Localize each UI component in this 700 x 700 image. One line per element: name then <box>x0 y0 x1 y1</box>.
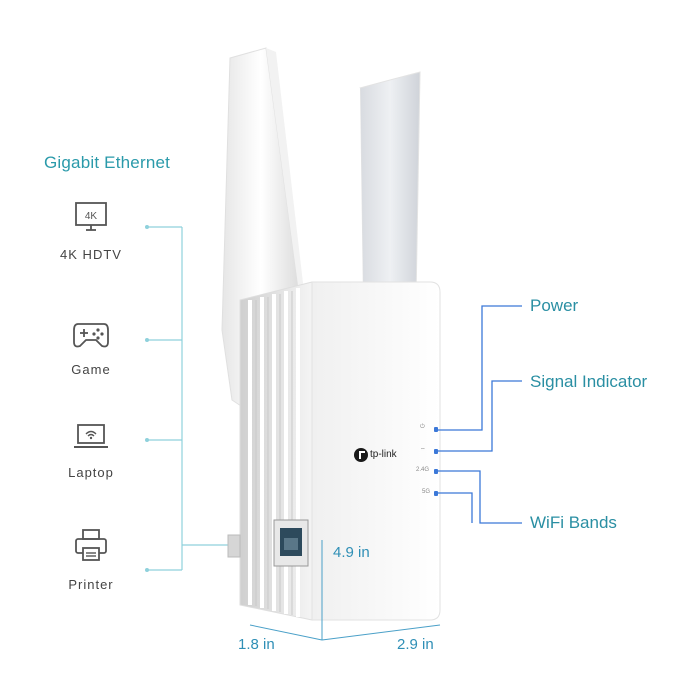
led-label-5g: 5G <box>422 489 431 495</box>
dimension-depth: 1.8 in <box>238 636 275 653</box>
dimension-height: 4.9 in <box>333 544 370 561</box>
device-label-game: Game <box>71 362 111 377</box>
callout-lines <box>438 305 522 524</box>
antenna-right <box>352 71 421 301</box>
device-front <box>311 281 441 621</box>
tv-screen-text: 4K <box>85 211 98 222</box>
led-label-signal: ⌔ <box>420 448 426 454</box>
printer-icon <box>74 528 108 562</box>
dimension-width: 2.9 in <box>397 636 434 653</box>
led-label-power: ⏻ <box>420 424 425 430</box>
connector-lines <box>147 226 290 571</box>
brand-logo <box>354 448 368 462</box>
device-label-hdtv: 4K HDTV <box>60 247 122 262</box>
section-heading: Gigabit Ethernet <box>44 153 171 172</box>
led-indicators <box>434 427 438 496</box>
device-label-laptop: Laptop <box>68 465 114 480</box>
dimension-lines <box>249 540 441 641</box>
side-body <box>227 281 313 621</box>
led-label-24g: 2.4G <box>416 467 430 473</box>
brand-text: tp-link <box>370 449 397 460</box>
laptop-icon <box>72 422 110 452</box>
ethernet-port <box>273 519 309 567</box>
gamepad-icon <box>72 318 110 352</box>
callout-wifi-bands: WiFi Bands <box>530 513 617 532</box>
callout-power: Power <box>530 296 579 315</box>
callout-signal-indicator: Signal Indicator <box>530 372 648 391</box>
tv-4k-icon: 4K <box>74 200 108 234</box>
device-label-printer: Printer <box>68 577 114 592</box>
